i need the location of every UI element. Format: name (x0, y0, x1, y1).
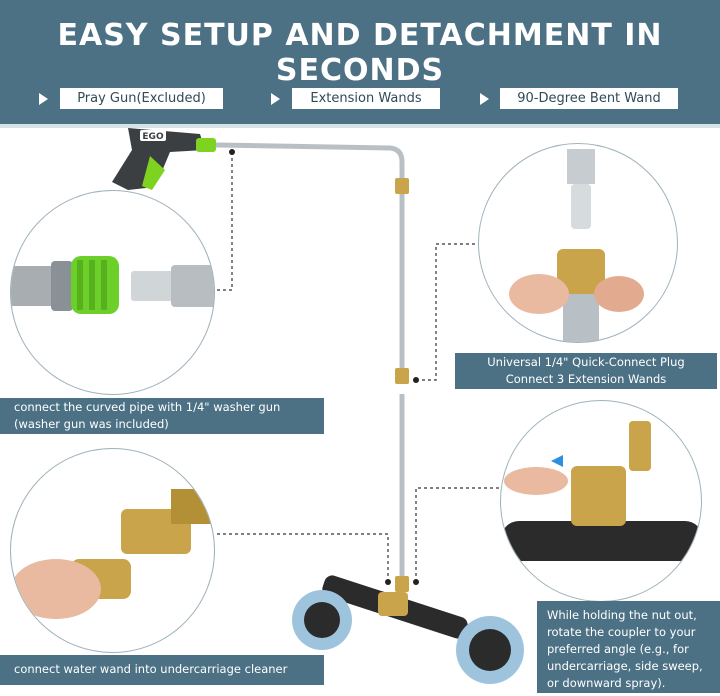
water-wand-closeup (10, 448, 215, 653)
caption-curved-pipe: connect the curved pipe with 1/4" washer… (0, 398, 324, 434)
wand-coupler-3 (395, 576, 409, 592)
leader-dot (229, 149, 235, 155)
caption-nut-rotate-line3: preferred angle (e.g., for (547, 642, 689, 656)
leader-line-coupler (415, 487, 500, 582)
caption-nut-rotate: While holding the nut out, rotate the co… (537, 601, 720, 693)
brass-swivel-shape (571, 466, 626, 526)
undercarriage-cleaner (292, 575, 524, 684)
thumb-shape (509, 274, 569, 314)
plug-nut-shape (567, 149, 595, 184)
coupler-rib (101, 260, 107, 310)
wand-coupler-2 (395, 368, 409, 384)
plug-stem-shape (571, 184, 591, 229)
caption-nut-rotate-line4: undercarriage, side sweep, (547, 659, 703, 673)
caption-curved-pipe-line1: connect the curved pipe with 1/4" washer… (14, 400, 281, 414)
finger-shape (594, 276, 644, 312)
quick-connect-closeup (478, 143, 678, 343)
coupler-rib (77, 260, 83, 310)
caption-quick-connect: Universal 1/4" Quick-Connect Plug Connec… (455, 353, 717, 389)
finger-shape (504, 467, 568, 495)
gun-connector-closeup-image (11, 256, 214, 314)
header-divider (0, 124, 720, 128)
spray-gun (112, 128, 216, 190)
wand-pipe-shape (563, 294, 599, 342)
leader-dot (413, 377, 419, 383)
step-2-label: Extension Wands (292, 88, 440, 109)
caption-nut-rotate-line2: rotate the coupler to your (547, 625, 696, 639)
leader-line-gun (215, 152, 233, 291)
step-3-arrow-icon (480, 93, 489, 105)
step-1-label: Pray Gun(Excluded) (60, 88, 223, 109)
page-title: EASY SETUP AND DETACHMENT IN SECONDS (57, 18, 663, 88)
quick-connect-closeup-image (509, 149, 644, 342)
coupler-rib (89, 260, 95, 310)
caption-nut-rotate-line5: or downward spray). (547, 676, 666, 690)
gun-logo-badge (140, 130, 166, 141)
caption-curved-pipe-line2: (washer gun was included) (14, 417, 169, 431)
caption-water-wand: connect water wand into undercarriage cl… (0, 655, 324, 685)
wand-coupler-1 (395, 178, 409, 194)
step-3-label: 90-Degree Bent Wand (500, 88, 678, 109)
caption-quick-connect-line1: Universal 1/4" Quick-Connect Plug (487, 355, 685, 369)
rotate-arrow-icon (551, 455, 563, 467)
leader-dot (413, 579, 419, 585)
bent-wand (215, 142, 405, 178)
caption-quick-connect-line2: Connect 3 Extension Wands (505, 372, 667, 386)
gun-connector-closeup (10, 190, 215, 395)
gun-green-coupler (196, 138, 216, 152)
brass-coupler-shape (557, 249, 605, 294)
cleaner-bar-shape (501, 521, 701, 561)
header-banner: EASY SETUP AND DETACHMENT IN SECONDS Pra… (0, 0, 720, 124)
gun-collar-shape (51, 261, 73, 311)
coupler-rotation-closeup-image (501, 421, 701, 561)
coupler-rotation-closeup (500, 400, 702, 602)
leader-line-quick-connect (416, 243, 478, 381)
hand-shape (11, 559, 101, 619)
brass-inlet-shape (629, 421, 651, 471)
leader-line-water-wand (215, 533, 389, 582)
steel-nut (171, 265, 214, 307)
caption-nut-rotate-line1: While holding the nut out, (547, 608, 697, 622)
step-1-arrow-icon (39, 93, 48, 105)
leader-dot (385, 579, 391, 585)
gun-brand-text: EGO (142, 132, 164, 142)
caption-water-wand-line1: connect water wand into undercarriage cl… (14, 662, 288, 676)
step-2-arrow-icon (271, 93, 280, 105)
